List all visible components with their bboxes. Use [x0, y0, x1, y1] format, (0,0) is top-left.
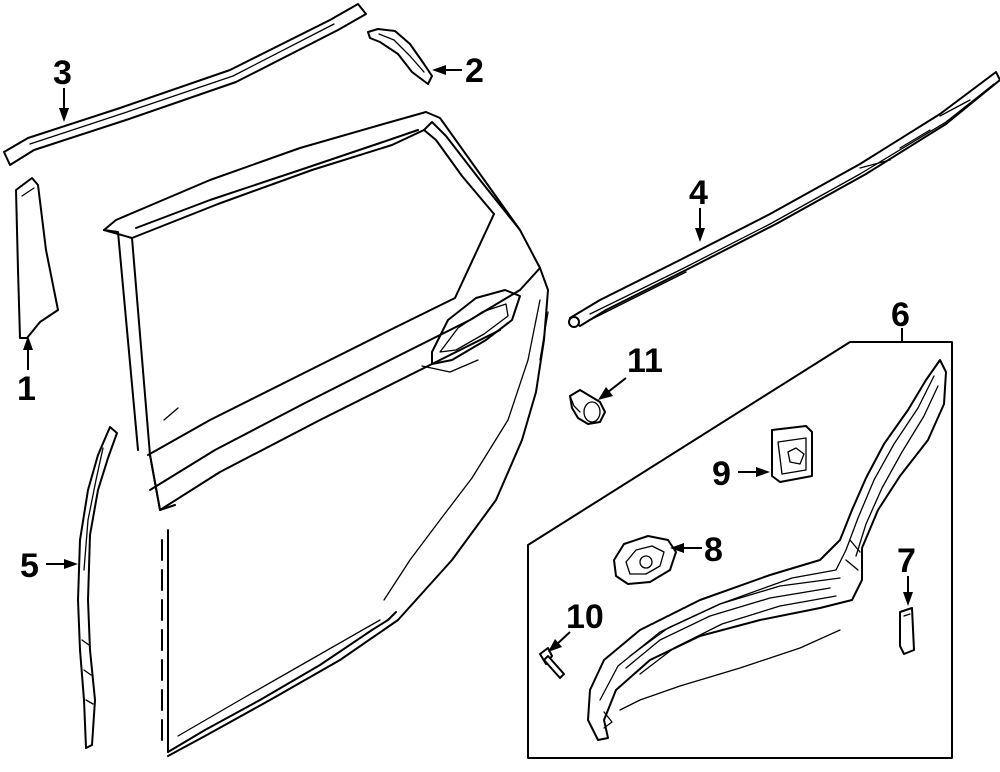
part-6-side-molding	[587, 359, 947, 741]
part-7-pad	[899, 607, 915, 655]
callout-5-label: 5	[20, 547, 39, 585]
part-2-pillar-garnish	[367, 28, 433, 85]
part-5-weatherstrip	[77, 426, 118, 749]
callout-9-label: 9	[712, 455, 731, 493]
part-3-roof-molding	[3, 3, 367, 166]
callout-6: 6	[891, 296, 910, 342]
callout-7: 7	[897, 542, 916, 606]
callout-2: 2	[432, 52, 484, 90]
callout-2-label: 2	[465, 52, 484, 90]
part-8-clip	[613, 535, 677, 585]
door-handle	[421, 289, 521, 373]
callout-3: 3	[53, 54, 72, 122]
callout-11-label: 11	[627, 342, 663, 380]
part-6-kit-box	[527, 341, 953, 759]
callout-4-label: 4	[689, 174, 708, 212]
callout-5: 5	[20, 547, 78, 585]
part-1-pillar-applique	[15, 177, 59, 339]
callout-10: 10	[548, 598, 604, 652]
part-11-clip	[569, 389, 606, 425]
callout-4: 4	[689, 174, 708, 242]
callout-7-label: 7	[897, 542, 916, 580]
callout-10-label: 10	[566, 598, 604, 636]
callout-3-label: 3	[53, 54, 72, 92]
callout-1: 1	[17, 336, 36, 408]
callout-6-label: 6	[891, 296, 910, 334]
rear-door	[103, 111, 549, 757]
callout-9: 9	[712, 455, 770, 493]
part-4-belt-molding	[568, 71, 1000, 328]
callout-8: 8	[670, 531, 723, 569]
callout-8-label: 8	[704, 531, 723, 569]
callout-1-label: 1	[17, 370, 36, 408]
callout-11: 11	[598, 342, 663, 400]
part-10-pin	[539, 647, 565, 679]
part-9-clip	[771, 425, 813, 483]
